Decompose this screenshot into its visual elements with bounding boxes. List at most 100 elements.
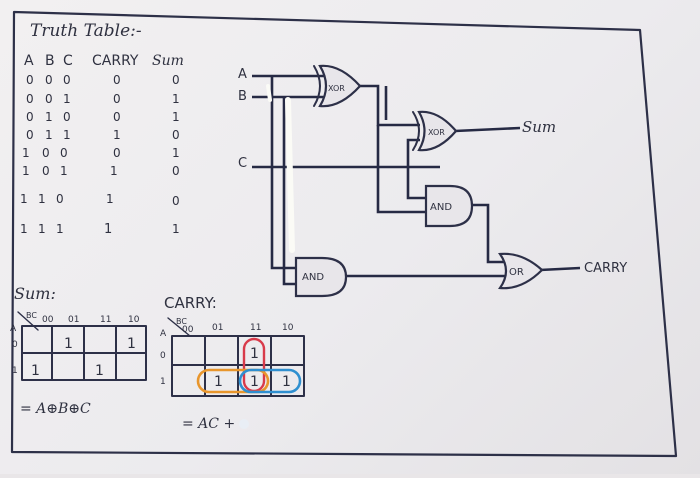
input-label-c: C bbox=[238, 156, 247, 171]
gate-label: XOR bbox=[328, 84, 345, 93]
input-label-b: B bbox=[238, 89, 247, 104]
kmap-cell: 1 bbox=[282, 374, 291, 390]
input-label-a: A bbox=[238, 67, 247, 82]
kmap-corner-left: A bbox=[10, 324, 17, 334]
row-header: 0 bbox=[12, 340, 18, 350]
wire-xor1-to-and bbox=[376, 125, 428, 214]
gate-label: AND bbox=[430, 202, 452, 213]
cell: 0 bbox=[63, 110, 71, 124]
table-row: 0 1 0 0 1 bbox=[26, 110, 180, 124]
kmap-carry-title: CARRY: bbox=[164, 294, 217, 312]
kmap-carry-grid bbox=[171, 335, 305, 397]
wire-a-tap bbox=[270, 76, 300, 270]
cell: 1 bbox=[38, 222, 46, 236]
cell: 0 bbox=[56, 192, 64, 206]
col-header: 01 bbox=[212, 323, 223, 333]
cell: 0 bbox=[63, 73, 71, 87]
kmap-cell: 1 bbox=[64, 336, 73, 352]
cell: 1 bbox=[106, 192, 114, 206]
cell: 0 bbox=[172, 164, 180, 178]
cell: 1 bbox=[22, 146, 30, 160]
col-header: 11 bbox=[250, 323, 261, 333]
wire-c-to-xor2 bbox=[406, 138, 420, 167]
cell: 1 bbox=[22, 164, 30, 178]
cell: 0 bbox=[42, 146, 50, 160]
cell: 1 bbox=[172, 222, 180, 236]
col-header: 01 bbox=[68, 315, 79, 325]
kmap-cell: 1 bbox=[250, 374, 259, 390]
group-loop-orange bbox=[196, 368, 270, 394]
col-header: 00 bbox=[182, 325, 194, 335]
sum-output-label: Sum bbox=[522, 118, 556, 136]
cell: 1 bbox=[20, 222, 28, 236]
kmap-sum: Sum: BC A 00 01 11 10 0 1 1 1 1 1 = A⊕B⊕… bbox=[10, 284, 147, 417]
table-row: 1 0 0 0 1 bbox=[22, 146, 180, 160]
cell: 0 bbox=[26, 73, 34, 87]
header-sum: Sum bbox=[152, 53, 184, 69]
table-row: 1 0 1 1 0 bbox=[22, 164, 180, 178]
kmap-cell: 1 bbox=[31, 363, 40, 379]
cell: 1 bbox=[172, 146, 180, 160]
kmap-cell: 1 bbox=[250, 346, 259, 362]
cell: 0 bbox=[26, 110, 34, 124]
cell: 0 bbox=[113, 92, 121, 106]
cell: 1 bbox=[60, 164, 68, 178]
or-gate: OR bbox=[498, 252, 544, 290]
col-header: 00 bbox=[42, 315, 54, 325]
table-row: 0 0 1 0 1 bbox=[26, 92, 180, 106]
cell: 1 bbox=[104, 222, 112, 237]
cell: 1 bbox=[45, 110, 53, 124]
cell: 0 bbox=[113, 146, 121, 160]
col-header: 11 bbox=[100, 315, 111, 325]
header-b: B bbox=[45, 53, 55, 69]
table-row: 1 1 1 1 1 bbox=[20, 222, 180, 237]
kmap-cell: 1 bbox=[95, 363, 104, 379]
kmap-sum-expression: = A⊕B⊕C bbox=[20, 401, 91, 417]
gate-label: XOR bbox=[428, 128, 445, 137]
kmap-carry-expression: = AC + bbox=[182, 416, 235, 432]
kmap-corner-top: BC bbox=[26, 311, 37, 320]
kmap-corner-left: A bbox=[160, 329, 167, 339]
cell: 1 bbox=[56, 222, 64, 236]
cell: 1 bbox=[172, 110, 180, 124]
cell: 0 bbox=[45, 92, 53, 106]
wire-sum-out bbox=[454, 126, 521, 133]
xor-gate-2: XOR bbox=[412, 110, 458, 152]
header-carry: CARRY bbox=[92, 53, 139, 69]
cell: 1 bbox=[110, 164, 118, 178]
col-header: 10 bbox=[128, 315, 140, 325]
cell: 0 bbox=[26, 128, 34, 142]
wire-and1-out bbox=[470, 203, 505, 264]
cell: 1 bbox=[38, 192, 46, 206]
cell: 1 bbox=[45, 128, 53, 142]
header-c: C bbox=[63, 53, 73, 69]
cell: 1 bbox=[63, 92, 71, 106]
cell: 0 bbox=[172, 128, 180, 142]
kmap-corner-divider bbox=[167, 317, 191, 337]
kmap-cell: 1 bbox=[214, 374, 223, 390]
table-row: 1 1 0 1 0 bbox=[20, 192, 180, 208]
wire-carry-out bbox=[539, 266, 581, 272]
carry-output-label: CARRY bbox=[584, 261, 627, 276]
cell: 0 bbox=[113, 110, 121, 124]
whiteout-mark bbox=[266, 84, 272, 102]
row-header: 0 bbox=[160, 351, 166, 361]
cell: 0 bbox=[42, 164, 50, 178]
kmap-sum-title: Sum: bbox=[14, 284, 56, 303]
cell: 0 bbox=[172, 73, 180, 87]
group-loop-blue bbox=[238, 368, 302, 394]
page-border bbox=[10, 10, 678, 458]
kmap-carry: CARRY: BC A 00 01 11 10 0 1 1 1 1 1 = AC… bbox=[160, 294, 305, 432]
table-row: 0 1 1 1 0 bbox=[26, 128, 180, 142]
row-header: 1 bbox=[160, 377, 166, 387]
and-gate-2: AND bbox=[294, 256, 348, 298]
col-header: 10 bbox=[282, 323, 294, 333]
truth-table-title: Truth Table:- bbox=[30, 21, 142, 41]
kmap-cell: 1 bbox=[127, 336, 136, 352]
wire-c-to-and bbox=[406, 167, 428, 200]
blurred-mark bbox=[239, 419, 249, 429]
row-header: 1 bbox=[12, 366, 18, 376]
kmap-sum-grid bbox=[21, 325, 147, 381]
